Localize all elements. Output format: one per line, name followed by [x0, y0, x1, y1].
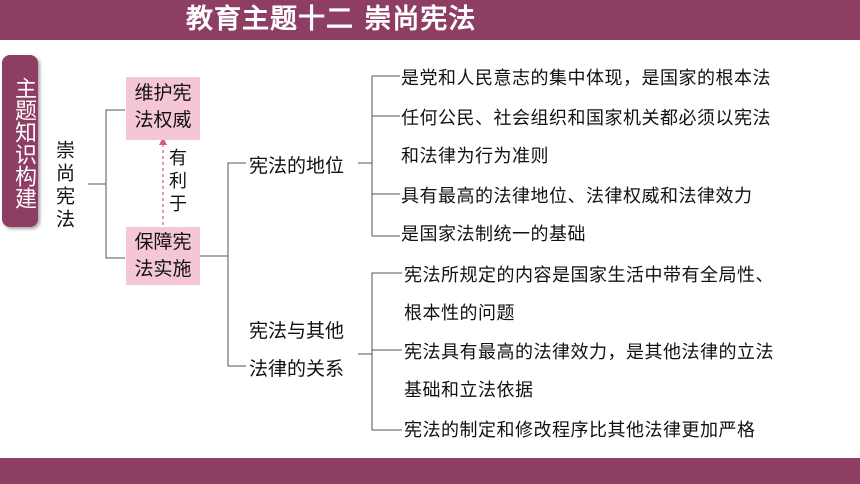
side-tag: 主题知识构建: [2, 55, 38, 227]
branch1-item-1: 是党和人民意志的集中体现，是国家的根本法: [401, 68, 771, 89]
branch2-item-5: 宪法的制定和修改程序比其他法律更加严格: [404, 420, 756, 441]
title-bar: 教育主题十二 崇尚宪法: [0, 0, 860, 40]
page-title: 教育主题十二 崇尚宪法: [186, 4, 477, 35]
branch1-bracket: [371, 75, 400, 237]
branch1-label: 宪法的地位: [249, 155, 345, 177]
footer-bar: [0, 458, 860, 484]
box-bottom-line2: 法实施: [134, 258, 192, 280]
branch2-item-2: 根本性的问题: [404, 303, 515, 324]
box-maintain-authority: 维护宪 法权威: [126, 77, 200, 140]
branch2-label-line2: 法律的关系: [249, 358, 345, 380]
relation-label: 有利于: [166, 148, 187, 217]
box-top-line2: 法权威: [134, 109, 192, 131]
root-node: 崇尚宪法: [53, 140, 75, 232]
side-tag-label: 主题知识构建: [11, 77, 36, 209]
box-top-line1: 维护宪: [134, 82, 192, 104]
branch1-item-4: 具有最高的法律地位、法律权威和法律效力: [401, 186, 753, 207]
box-ensure-implementation: 保障宪 法实施: [126, 227, 200, 285]
branch2-item-1: 宪法所规定的内容是国家生活中带有全局性、: [404, 265, 774, 286]
branch2-item-4: 基础和立法依据: [404, 380, 534, 401]
root-bracket: [105, 109, 125, 259]
branch1-item-5: 是国家法制统一的基础: [401, 224, 586, 245]
branch2-item-3: 宪法具有最高的法律效力，是其他法律的立法: [404, 342, 774, 363]
relation-arrowhead: [159, 137, 167, 145]
branch2-label-line1: 宪法与其他: [249, 320, 345, 342]
branch2-bracket: [371, 272, 402, 431]
branch1-item-3: 和法律为行为准则: [401, 146, 549, 167]
branch1-item-2: 任何公民、社会组织和国家机关都必须以宪法: [401, 108, 771, 129]
branch-bracket: [227, 162, 246, 367]
box-bottom-line1: 保障宪: [134, 231, 192, 253]
